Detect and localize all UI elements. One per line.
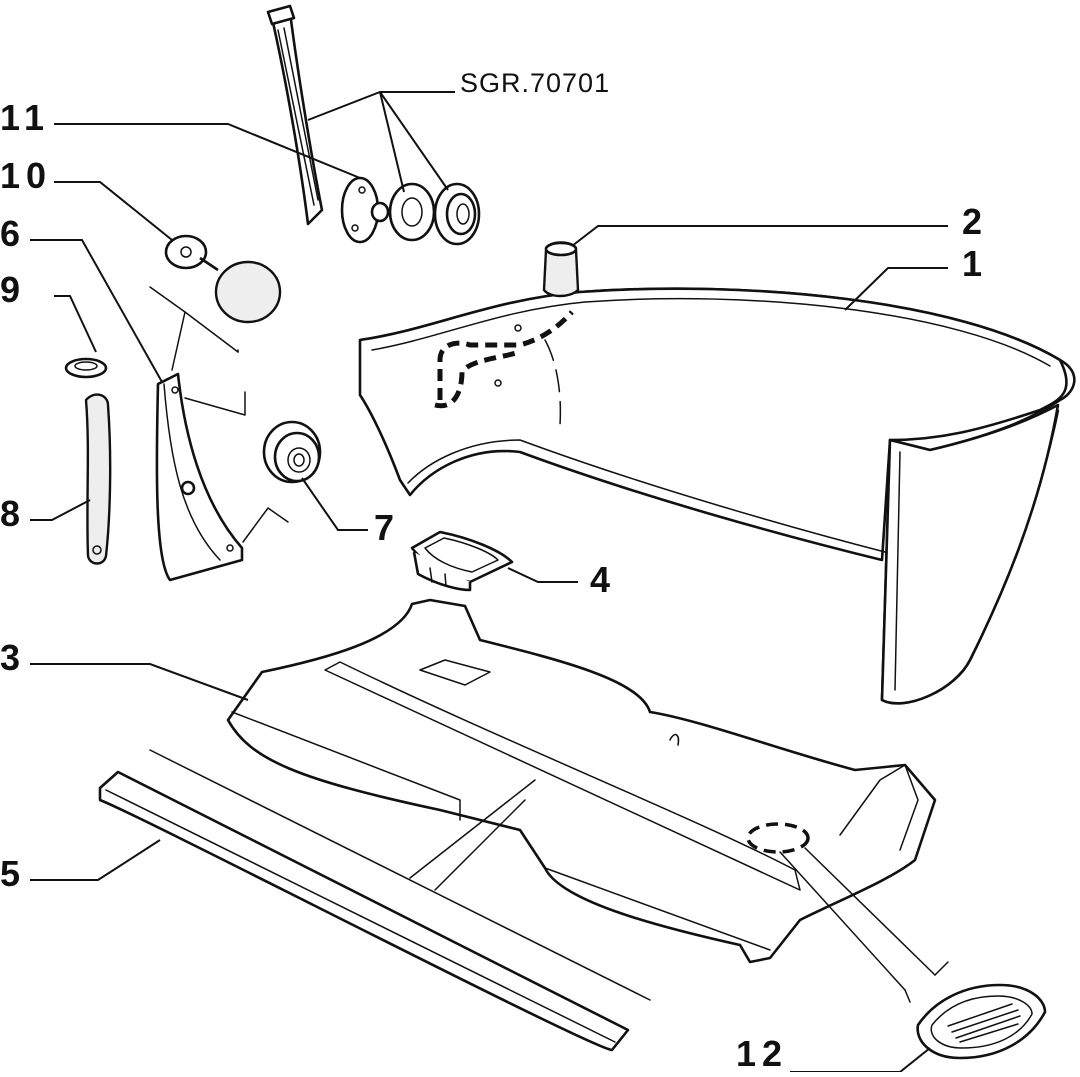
callout-7: 7 [374,507,400,548]
callout-labels: SGR.70701 1 2 3 4 5 6 7 8 9 10 11 12 [0,68,988,1074]
part-4-rubber-plug [410,530,514,592]
sgr-group-strap-and-washers [266,4,481,246]
part-1-side-trim-panel [358,287,1076,705]
callout-4: 4 [590,559,616,600]
reference-code-label: SGR.70701 [460,68,610,98]
callout-3: 3 [0,637,26,678]
part-5-seal-strip [98,749,651,1052]
callout-8: 8 [0,493,26,534]
callout-5: 5 [0,853,26,894]
callout-1: 1 [962,243,988,284]
callout-11: 11 [0,97,50,138]
part-3-floor-panel [226,598,937,964]
part-7-grommet [262,420,322,484]
assembly-guide-lines [149,286,536,891]
part-6-bracket [155,372,244,582]
callout-12: 12 [736,1033,788,1072]
callout-2: 2 [962,201,988,242]
part-11-fixing-button [340,176,390,244]
part-8-foam-strip [84,393,112,565]
part-12-grille-cover [746,822,1047,1060]
part-2-foam-pad [542,241,580,298]
callout-leader-lines [30,91,948,1073]
callout-6: 6 [0,213,26,254]
callout-9: 9 [0,269,26,310]
part-9-clip [64,357,108,379]
part-10-foam-cap [164,234,282,324]
callout-10: 10 [0,155,52,196]
